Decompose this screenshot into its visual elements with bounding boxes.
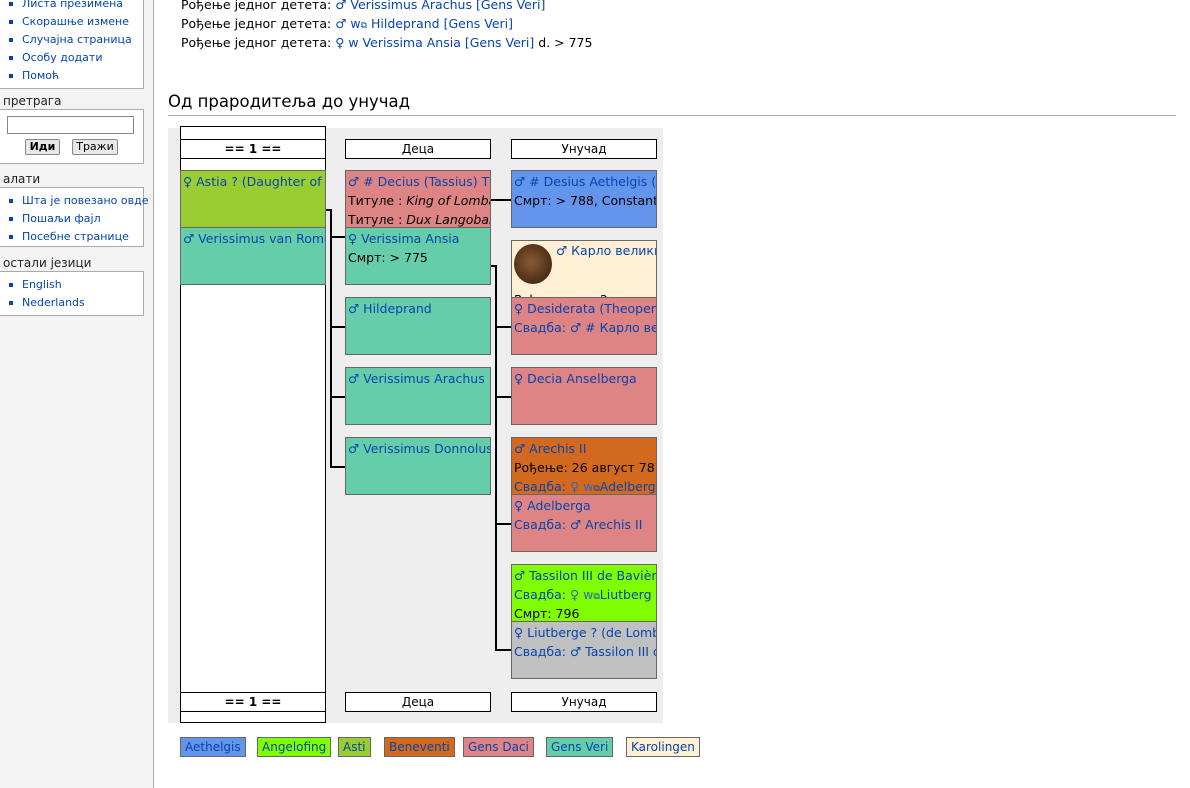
person-box-tassilon[interactable]: ♂ Tassilon III de Bavière Свадба: ♀ w⧉Li… (511, 564, 657, 622)
tools-item-special-pages[interactable]: Посебне странице (0, 228, 143, 246)
connector (495, 326, 511, 328)
heading-divider (168, 115, 1176, 116)
external-link-icon: ⧉ (593, 484, 600, 494)
person-box-astia[interactable]: ♀ Astia ? (Daughter of Lo (180, 170, 326, 228)
gens-link[interactable]: [Gens Veri] (464, 35, 535, 50)
col3-header-bottom: Унучад (511, 692, 657, 712)
person-box-liutberge[interactable]: ♀ Liutberge ? (de Lomba Свадба: ♂ Tassil… (511, 621, 657, 679)
sidebar: Листа презимена Скорашње измене Случајна… (0, 0, 153, 782)
person-box-verissimus-donnolus[interactable]: ♂ Verissimus Donnolus (345, 437, 491, 495)
col3-header-top: Унучад (511, 139, 657, 159)
person-box-decia-anselberga[interactable]: ♀ Decia Anselberga (511, 367, 657, 425)
person-box-verissimus[interactable]: ♂ Verissimus van Rome (180, 227, 326, 285)
search-input[interactable] (7, 116, 134, 134)
connector (330, 326, 345, 328)
portrait-coin-image (514, 244, 552, 284)
connector (495, 523, 511, 525)
legend-karolingen[interactable]: Karolingen (626, 737, 700, 757)
connector (495, 265, 497, 651)
event-line: Рођење једног детета: ♀ w Verissima Ansi… (181, 35, 593, 50)
content-area: Рођење једног детета: ♂ Verissimus Arach… (153, 0, 1190, 788)
legend-gens-veri[interactable]: Gens Veri (546, 737, 614, 757)
person-box-verissimus-arachus[interactable]: ♂ Verissimus Arachus (345, 367, 491, 425)
legend-aethelgis[interactable]: Aethelgis (180, 737, 246, 757)
person-box-hildeprand[interactable]: ♂ Hildeprand (345, 297, 491, 355)
connector (326, 209, 332, 211)
external-link-icon: ⧉ (360, 21, 368, 31)
person-link[interactable]: Hildeprand (371, 16, 440, 31)
person-box-karlo[interactable]: ♂ Карло велики Рођење: изм 2 април 7 (511, 240, 657, 298)
person-box-verissima-ansia[interactable]: ♀ Verissima Ansia Смрт: > 775 (345, 227, 491, 285)
person-box-desiderata[interactable]: ♀ Desiderata (Theoperga Свадба: ♂ # Карл… (511, 297, 657, 355)
search-button[interactable]: Тражи (72, 139, 118, 155)
navigation-portlet: Листа презимена Скорашње измене Случајна… (0, 0, 144, 89)
tools-item-upload-file[interactable]: Пошаљи фајл (0, 210, 143, 228)
language-english[interactable]: English (0, 276, 143, 294)
legend-angelofing[interactable]: Angelofing (257, 737, 332, 757)
col1-header-top: == 1 == (180, 139, 326, 159)
person-link[interactable]: Verissima Ansia (362, 35, 461, 50)
female-symbol: ♀ w (335, 35, 359, 50)
male-symbol: ♂ (335, 0, 347, 12)
external-link-icon: ⧉ (593, 592, 600, 602)
person-box-adelberga[interactable]: ♀ Adelberga Свадба: ♂ Arechis II (511, 494, 657, 552)
event-line: Рођење једног детета: ♂ w⧉ Hildeprand [G… (181, 16, 513, 31)
section-heading: Од прародитеља до унучад (168, 92, 411, 111)
search-title: претрага (3, 94, 62, 108)
family-tree: == 1 == Деца Унучад ♀ Astia ? (Daughter … (168, 126, 663, 723)
gens-link[interactable]: [Gens Veri] (475, 0, 546, 12)
person-box-arechis[interactable]: ♂ Arechis II Рођење: 26 август 787 Свадб… (511, 437, 657, 495)
go-button[interactable]: Иди (25, 139, 60, 155)
legend-asti[interactable]: Asti (338, 737, 371, 757)
tools-portlet: Шта је повезано овде Пошаљи фајл Посебне… (0, 187, 149, 247)
nav-item-surnames[interactable]: Листа презимена (0, 0, 143, 13)
nav-item-random-page[interactable]: Случајна страница (0, 31, 143, 49)
connector (495, 396, 511, 398)
nav-item-help[interactable]: Помоћ (0, 67, 143, 85)
connector (491, 265, 497, 267)
col1-header-bottom: == 1 == (180, 692, 326, 712)
connector (330, 396, 345, 398)
nav-item-add-person[interactable]: Особу додати (0, 49, 143, 67)
legend-gens-daci[interactable]: Gens Daci (463, 737, 534, 757)
col2-header-bottom: Деца (345, 692, 491, 712)
tools-item-what-links-here[interactable]: Шта је повезано овде (0, 192, 149, 210)
person-box-desius[interactable]: ♂ # Desius Aethelgis (A Смрт: > 788, Con… (511, 170, 657, 228)
event-line: Рођење једног детета: ♂ Verissimus Arach… (181, 0, 545, 12)
gens-link[interactable]: [Gens Veri] (443, 16, 513, 31)
language-dutch[interactable]: Nederlands (0, 294, 143, 312)
person-box-decius[interactable]: ♂ # Decius (Tassius) The Титуле : King o… (345, 170, 491, 228)
person-link[interactable]: Verissimus Arachus (350, 0, 472, 12)
connector (330, 236, 345, 238)
connector (495, 649, 511, 651)
death-note: d. > 775 (538, 35, 593, 50)
nav-item-recent-changes[interactable]: Скорашње измене (0, 13, 143, 31)
connector (330, 209, 332, 467)
legend-beneventi[interactable]: Beneventi (384, 737, 455, 757)
connector (491, 199, 511, 201)
col2-header-top: Деца (345, 139, 491, 159)
male-symbol: ♂ w (335, 16, 361, 31)
tools-title: алати (3, 172, 41, 186)
connector (330, 466, 345, 468)
languages-portlet: English Nederlands (0, 271, 144, 316)
languages-title: остали језици (3, 256, 92, 270)
